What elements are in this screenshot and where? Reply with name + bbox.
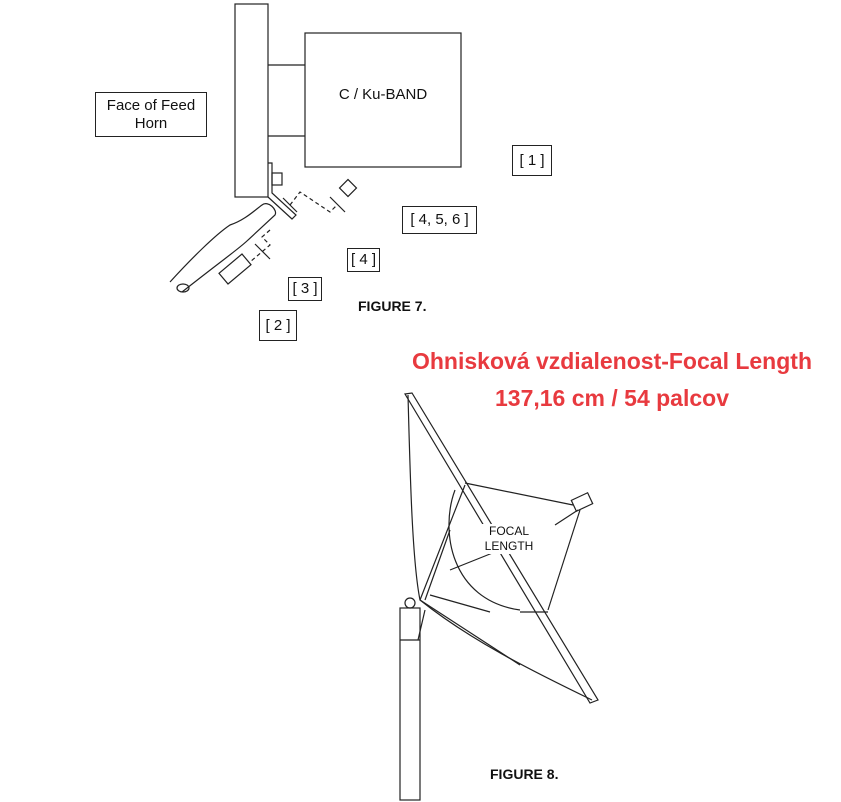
- assembly-dashed-line: [249, 191, 338, 263]
- figure-8-title: FIGURE 8.: [490, 766, 559, 782]
- focal-label-line1: FOCAL: [488, 524, 529, 538]
- focal-label-line2: LENGTH: [484, 539, 534, 553]
- focal-length-value: 137,16 cm / 54 palcov: [495, 385, 729, 411]
- nut-icon: [271, 172, 283, 186]
- bracket: [267, 162, 297, 220]
- feed-mount-plate: [234, 3, 269, 198]
- feed-horn: [570, 491, 594, 513]
- focal-length-heading: Ohnisková vzdialenost-Focal Length: [411, 348, 812, 374]
- lnb-label: C / Ku-BAND: [338, 86, 428, 103]
- bolt-icon: [218, 253, 252, 285]
- washer: [329, 196, 346, 213]
- callout-4-5-6: [ 4, 5, 6 ]: [402, 206, 477, 234]
- figure-8-dish: [399, 392, 599, 801]
- feed-arm: [169, 203, 277, 293]
- feed-horn-label: Face of Feed Horn: [95, 92, 207, 137]
- mount-pole: [399, 607, 421, 801]
- dish-rim: [404, 392, 599, 704]
- focal-length-label: FOCAL LENGTH: [478, 524, 540, 554]
- callout-3: [ 3 ]: [288, 277, 322, 301]
- lnb-body: [304, 32, 462, 168]
- dish-inner-arc: [448, 489, 521, 611]
- callout-2: [ 2 ]: [259, 310, 297, 341]
- pivot: [404, 597, 416, 609]
- figure-7-title: FIGURE 7.: [358, 298, 427, 314]
- callout-4: [ 4 ]: [347, 248, 380, 272]
- feed-arm-end: [176, 283, 190, 293]
- nut-icon: [338, 178, 358, 198]
- callout-1: [ 1 ]: [512, 145, 552, 176]
